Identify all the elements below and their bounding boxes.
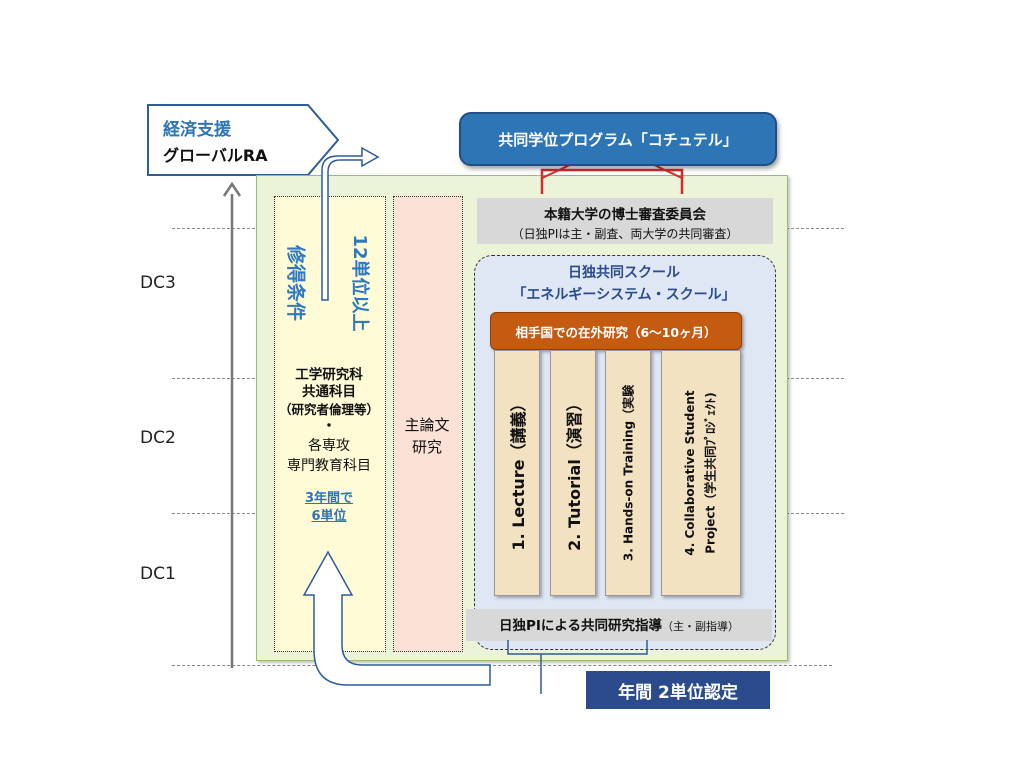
support-arrow-shape <box>147 104 340 176</box>
stage-label-dc2: DC2 <box>140 428 176 448</box>
guidance-box: 日独PIによる共同研究指導（主・副指導） <box>466 609 772 641</box>
guidance-bracket <box>507 640 648 694</box>
committee-title: 本籍大学の博士審査委員会 <box>544 207 706 223</box>
stage-line-bottom <box>172 665 832 666</box>
committee-sub: （日独PIは主・副査、両大学の共同審査） <box>511 227 739 241</box>
course-line-3: （研究者倫理等） <box>278 402 379 417</box>
stage-label-dc1: DC1 <box>140 564 176 584</box>
school-title-1: 日独共同スクール <box>568 265 680 281</box>
stage-label-dc3: DC3 <box>140 273 176 293</box>
lecture-label: 1. Lecture（講義） <box>509 395 528 551</box>
time-axis-arrow-icon <box>222 181 242 668</box>
support-label-1: 経済支援 <box>163 120 231 140</box>
project-column: 4. Collaborative Student Project（学生共同ﾌﾟﾛ… <box>661 350 741 596</box>
course-line-5: 各専攻 <box>308 438 350 454</box>
thesis-box <box>393 196 463 652</box>
annual-credit-box: 年間 2単位認定 <box>586 671 770 709</box>
thesis-line-1: 主論文 <box>404 416 450 434</box>
abroad-box: 相手国での在外研究（6～10ヶ月） <box>490 312 742 350</box>
tutorial-column: 2. Tutorial（演習） <box>550 350 596 596</box>
guidance-main: 日独PIによる共同研究指導 <box>498 618 662 634</box>
project-label-1: 4. Collaborative Student <box>683 390 697 556</box>
committee-box: 本籍大学の博士審査委員会 （日独PIは主・副査、両大学の共同審査） <box>477 198 773 244</box>
course-line-4: ・ <box>322 418 336 434</box>
program-title: 共同学位プログラム「コチュテル」 <box>498 130 738 149</box>
training-label: 3. Hands-on Training（実験 <box>621 384 636 562</box>
tutorial-label: 2. Tutorial（演習） <box>565 395 584 551</box>
project-label-2: Project（学生共同ﾌﾟﾛｼﾞｪｸﾄ) <box>703 392 718 554</box>
course-credit: 3年間で 6単位 <box>274 490 384 526</box>
course-line-1: 工学研究科 <box>295 367 363 383</box>
lecture-column: 1. Lecture（講義） <box>494 350 540 596</box>
school-title-2: 「エネルギーシステム・スクール」 <box>512 287 736 303</box>
thesis-line-2: 研究 <box>411 438 442 456</box>
course-credit-1: 3年間で <box>304 491 354 506</box>
course-credit-2: 6単位 <box>311 509 347 524</box>
course-text: 工学研究科 共通科目 （研究者倫理等） ・ <box>274 367 384 435</box>
training-column: 3. Hands-on Training（実験 <box>605 350 651 596</box>
course-line-6: 専門教育科目 <box>287 458 371 474</box>
guidance-sub: （主・副指導） <box>662 620 739 633</box>
course-text-2: 各専攻 専門教育科目 <box>274 436 384 476</box>
annual-credit-label: 年間 2単位認定 <box>618 682 738 703</box>
program-title-box: 共同学位プログラム「コチュテル」 <box>459 112 777 166</box>
abroad-label: 相手国での在外研究（6～10ヶ月） <box>515 324 717 340</box>
thesis-text: 主論文 研究 <box>393 414 461 458</box>
flow-arrows <box>302 146 491 686</box>
course-line-2: 共通科目 <box>302 384 356 400</box>
support-label-2: グローバルRA <box>163 146 268 165</box>
